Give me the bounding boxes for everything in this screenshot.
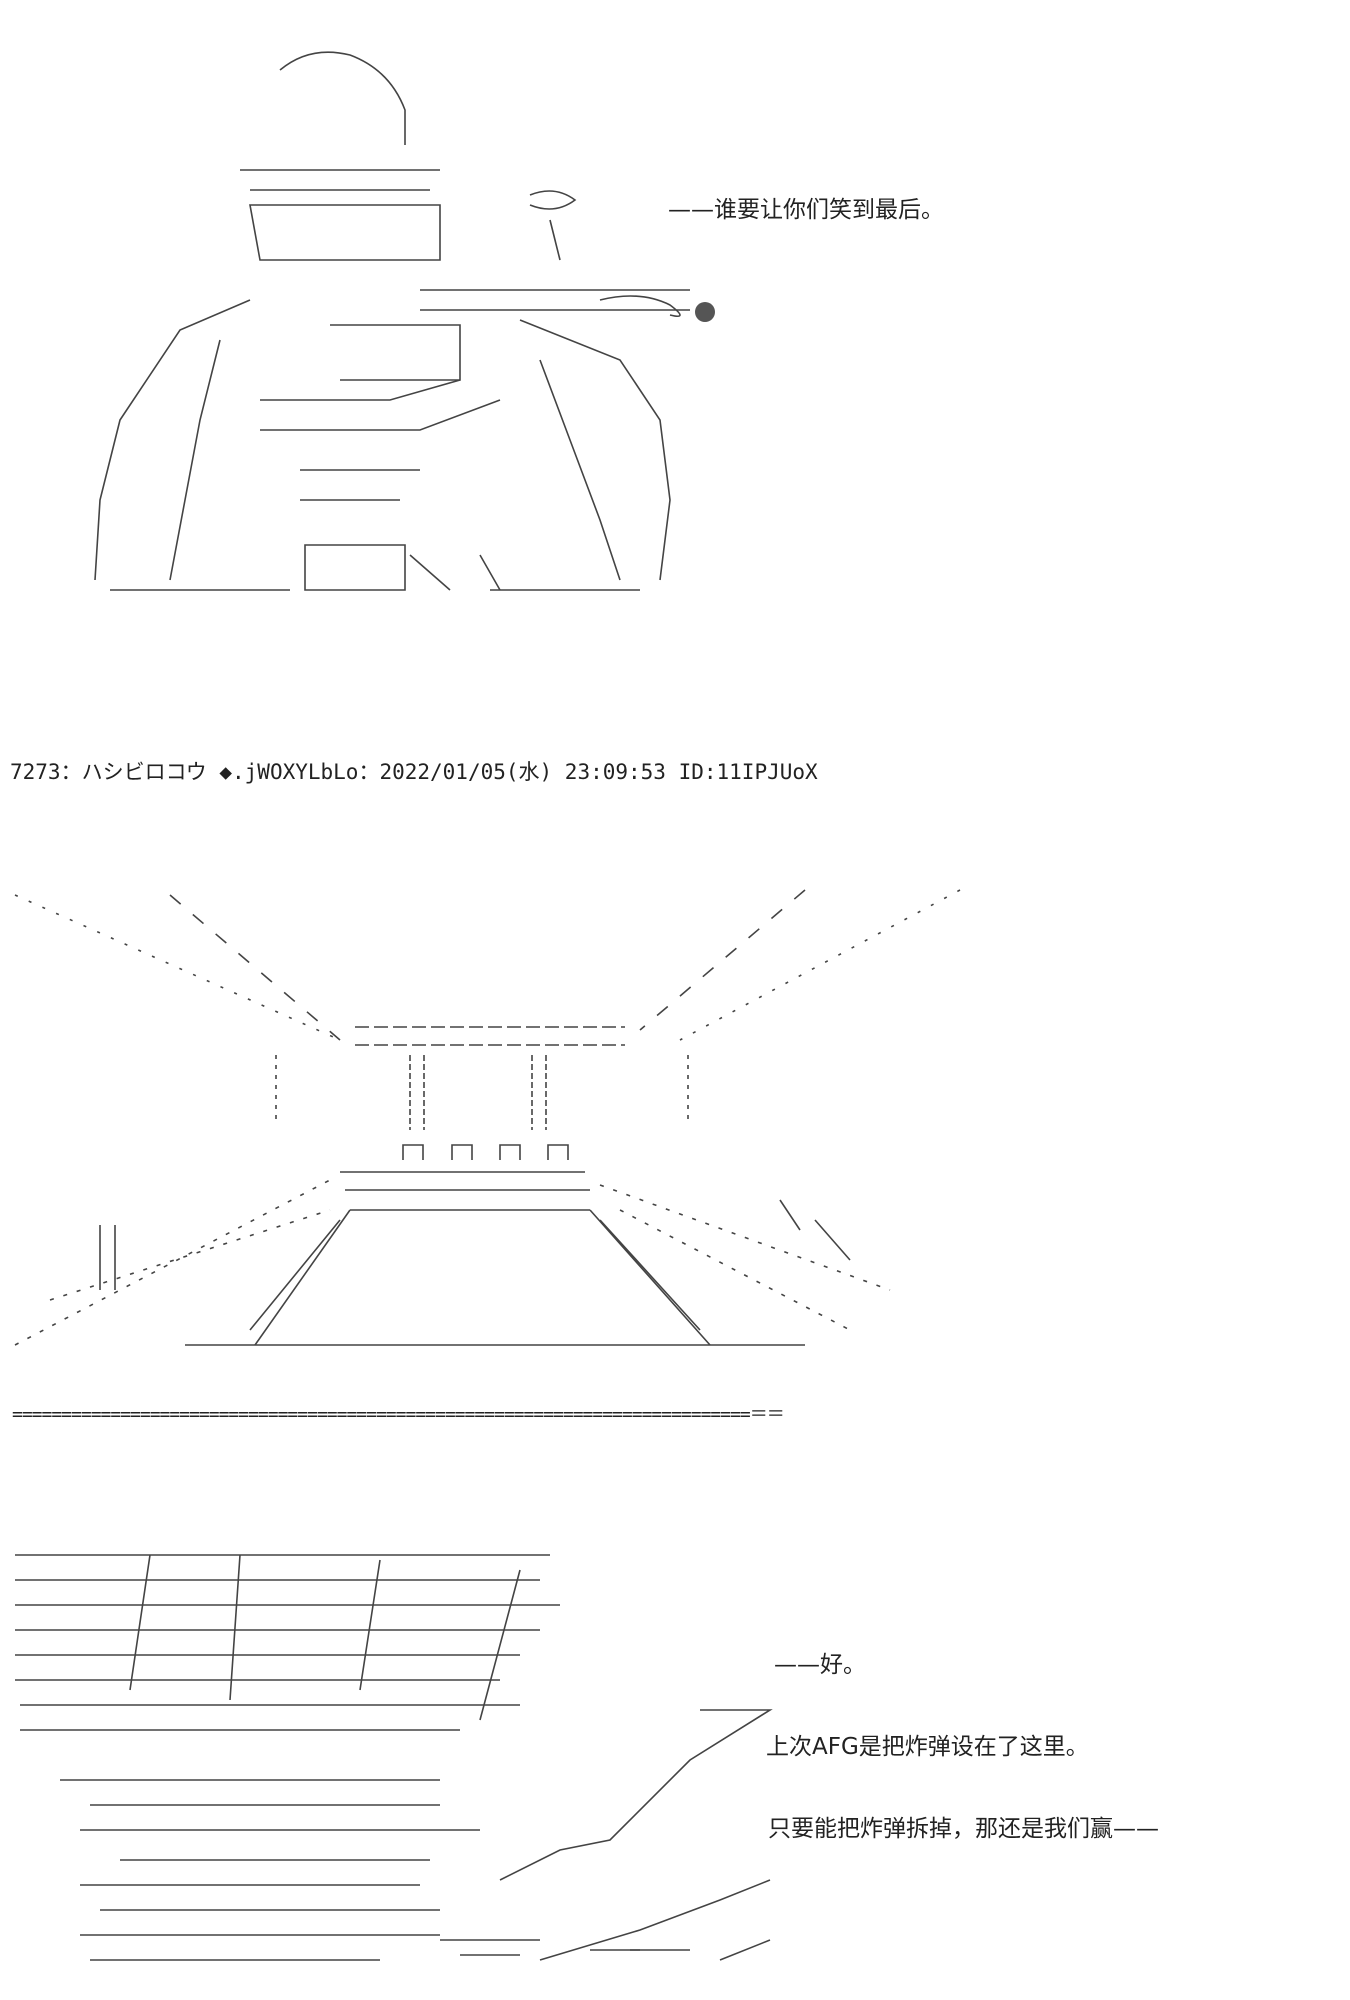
dialogue-line-3: 上次AFG是把炸弹设在了这里。 [766, 1734, 1089, 1760]
right-ceiling-line-2 [639, 889, 806, 1031]
belt [300, 469, 420, 501]
rifle-muzzle [599, 295, 681, 318]
platform-top [340, 1171, 590, 1191]
section-separator: ========================================… [12, 1404, 785, 1425]
helmet-outline [279, 51, 406, 145]
small-blocks [402, 1144, 569, 1160]
arm [260, 379, 501, 431]
muzzle-dot [695, 302, 715, 322]
right-railing [599, 1184, 891, 1331]
left-posts [99, 1225, 116, 1290]
shoulder-right [519, 319, 671, 581]
dialogue-line-1: ——谁要让你们笑到最后。 [668, 197, 944, 223]
cloak-inner-left [169, 339, 221, 581]
pillar-inner-left [409, 1055, 425, 1130]
bar-shape [440, 1939, 640, 1956]
dense-shading [15, 1554, 560, 1961]
post-header: 7273：ハシビロコウ ◆.jWOXYLbLo：2022/01/05(水) 23… [10, 760, 818, 784]
left-railing [14, 1179, 331, 1346]
left-ceiling-line-2 [169, 894, 341, 1041]
right-posts [779, 1199, 851, 1261]
dialogue-line-4: 只要能把炸弹拆掉，那还是我们赢—— [768, 1816, 1159, 1842]
dialogue-line-2: ——好。 [774, 1652, 866, 1678]
ramp-shape [499, 1709, 773, 1961]
cloak-inner-right [539, 359, 621, 581]
platform-edges [254, 1209, 711, 1346]
ceiling-beam [355, 1026, 625, 1046]
chest-box [304, 544, 406, 591]
pillar-inner-right [531, 1055, 547, 1130]
waist [409, 554, 501, 591]
scope [529, 190, 577, 210]
platform-inner-edges [249, 1219, 701, 1331]
rifle-stock [330, 324, 461, 381]
shoulder-left [94, 299, 251, 581]
scope-mount [549, 219, 561, 261]
rifle-barrel [420, 289, 690, 311]
face-outline [249, 204, 441, 261]
helmet-brim [240, 169, 440, 191]
